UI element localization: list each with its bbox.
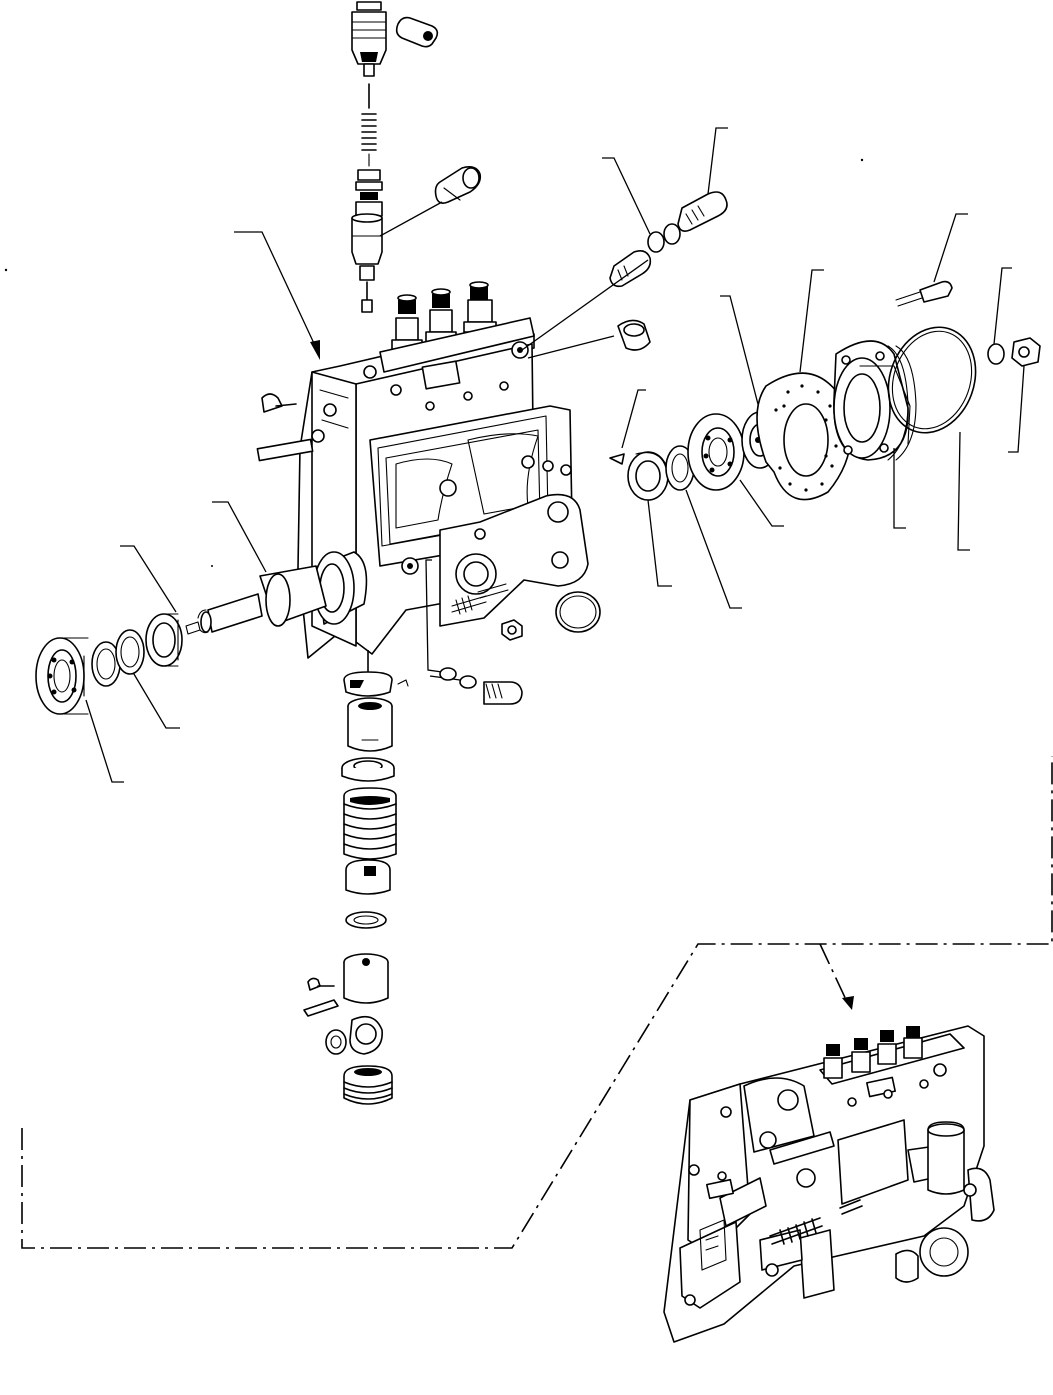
shim-1 — [92, 642, 120, 686]
assembled-pump-inset — [664, 1026, 994, 1342]
delivery-valve-holder — [352, 2, 386, 76]
tappet-pin-screw — [308, 978, 334, 990]
ball-bearing-left — [36, 638, 88, 714]
plunger-spring — [344, 788, 396, 859]
banjo-bolt — [380, 167, 480, 236]
bearing-race — [146, 614, 182, 666]
plug — [528, 320, 650, 358]
bolt-washers-lower — [440, 668, 522, 704]
leader-lines — [86, 232, 460, 782]
tappet-roller — [350, 1017, 382, 1054]
o-ring-cover — [874, 315, 990, 550]
control-sleeve — [344, 650, 408, 696]
bearing-cover — [834, 341, 916, 528]
delivery-valve — [356, 170, 382, 216]
shim-right — [666, 446, 742, 608]
washer-right — [988, 268, 1012, 364]
cover-bolt — [896, 214, 968, 306]
delivery-fittings — [392, 282, 496, 350]
scan-specks — [4, 158, 864, 567]
hollow-bolt — [678, 128, 728, 231]
delivery-valve-spring — [362, 84, 376, 166]
washers-pair — [602, 158, 680, 252]
roller-bush — [326, 1030, 346, 1054]
camshaft — [186, 552, 366, 634]
top-plate — [380, 318, 534, 410]
o-ring-governor — [556, 592, 600, 632]
tappet-pin — [304, 1000, 338, 1016]
reference-frame — [22, 756, 1052, 1248]
oil-seal — [628, 452, 672, 586]
rack-plate — [402, 495, 588, 626]
shim-lower — [346, 912, 386, 928]
spring-seat-upper — [342, 758, 394, 781]
union-fitting — [522, 251, 650, 350]
shim-2 — [116, 630, 144, 674]
nut-right — [1008, 338, 1040, 452]
nut-governor — [502, 620, 522, 640]
clip — [397, 18, 438, 47]
tappet — [344, 954, 388, 1003]
plunger-barrel — [352, 214, 382, 312]
governor-stud-bolts — [452, 584, 508, 614]
plug-cap — [344, 1066, 392, 1104]
spring-seat-lower — [346, 860, 390, 894]
ball-bearing-right — [688, 414, 744, 490]
housing-screw — [257, 394, 324, 461]
gasket — [757, 270, 851, 500]
control-rack-sleeve — [348, 698, 392, 751]
key — [610, 390, 646, 464]
